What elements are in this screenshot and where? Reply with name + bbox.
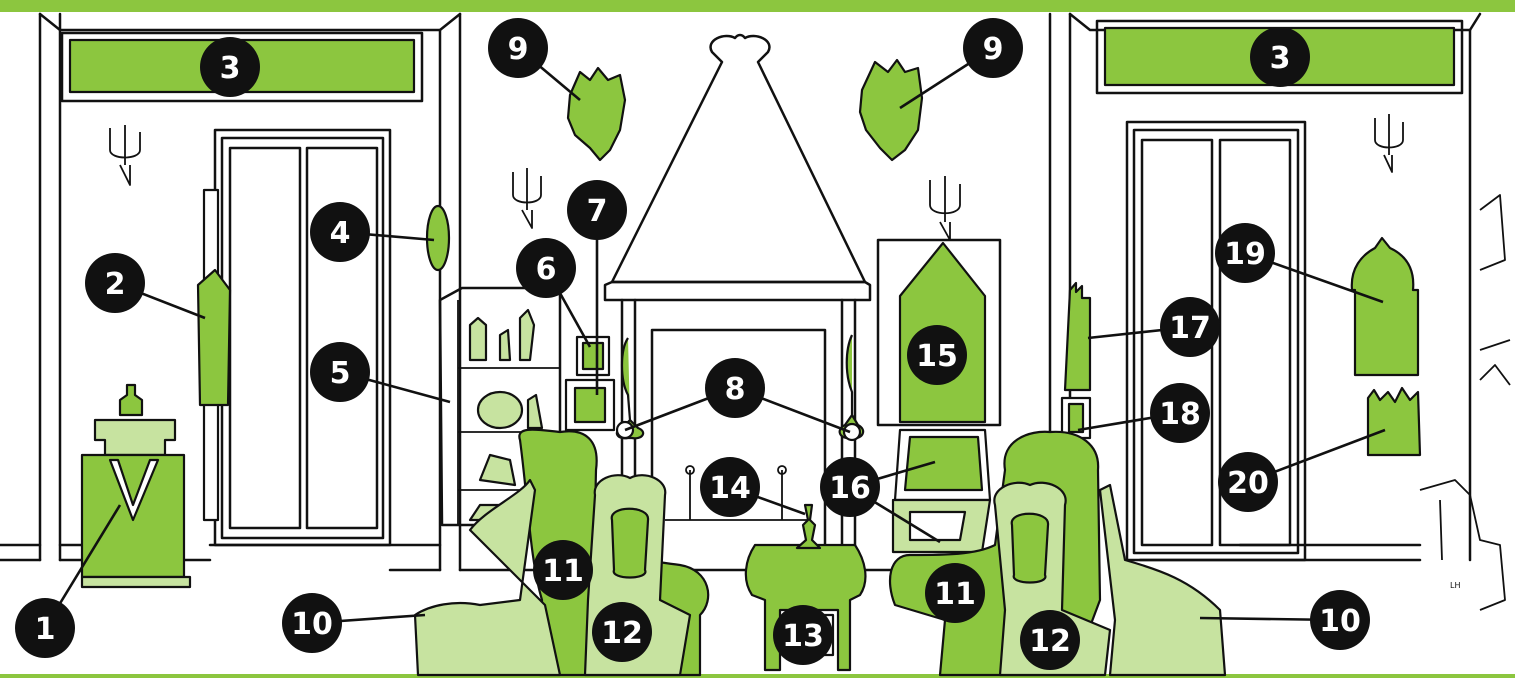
callout-number: 8 (725, 372, 746, 407)
narrow-panel (1063, 281, 1092, 392)
callout-badge-11-right: 11 (925, 563, 985, 623)
callout-number: 3 (220, 51, 241, 86)
candle-holder-right (838, 334, 865, 442)
callout-number: 11 (934, 577, 976, 612)
candlestick (795, 503, 822, 550)
callout-badge-15: 15 (907, 325, 967, 385)
callout-number: 9 (508, 32, 529, 67)
callout-badge-10-left: 10 (282, 593, 342, 653)
callout-number: 17 (1169, 311, 1211, 346)
small-frame (575, 335, 611, 377)
door-right (1125, 120, 1307, 562)
door-left (213, 128, 392, 547)
callout-badge-12-left: 12 (592, 602, 652, 662)
callout-number: 9 (983, 32, 1004, 67)
callout-badge-9-right: 9 (963, 18, 1023, 78)
round-mirror (425, 204, 451, 272)
callout-badge-8: 8 (705, 358, 765, 418)
callout-badge-20: 20 (1218, 452, 1278, 512)
side-chair-right (1098, 483, 1227, 677)
callout-number: 11 (542, 554, 584, 589)
callout-number: 19 (1224, 237, 1266, 272)
callout-badge-1: 1 (15, 598, 75, 658)
callout-badge-13: 13 (773, 605, 833, 665)
callout-number: 7 (587, 194, 608, 229)
callout-badge-18: 18 (1150, 383, 1210, 443)
sconce-center-right (929, 176, 961, 241)
callout-number: 15 (916, 339, 958, 374)
hanging-cloth (196, 188, 232, 522)
artist-signature: LH (1450, 581, 1460, 590)
callout-badge-2: 2 (85, 253, 145, 313)
callout-badge-3-left: 3 (200, 37, 260, 97)
callout-badge-6: 6 (516, 238, 576, 298)
callout-number: 6 (536, 252, 557, 287)
callout-badge-16: 16 (820, 457, 880, 517)
callout-number: 4 (330, 216, 351, 251)
callout-number: 10 (291, 607, 333, 642)
sconce-left (109, 125, 141, 186)
callout-badge-5: 5 (310, 342, 370, 402)
callout-number: 14 (709, 471, 751, 506)
callout-badge-9-left: 9 (488, 18, 548, 78)
callout-number: 20 (1227, 466, 1269, 501)
callout-badge-3-right: 3 (1250, 27, 1310, 87)
callout-badge-4: 4 (310, 202, 370, 262)
callout-number: 10 (1319, 604, 1361, 639)
bottom-band (0, 674, 1515, 678)
callout-badge-7: 7 (567, 180, 627, 240)
callout-number: 2 (105, 267, 126, 302)
frame (564, 378, 616, 432)
callout-number: 3 (1270, 41, 1291, 76)
crested-panel (1366, 386, 1422, 457)
callout-badge-11-left: 11 (533, 540, 593, 600)
callout-number: 1 (35, 612, 56, 647)
callout-number: 12 (601, 616, 643, 651)
callout-number: 16 (829, 471, 871, 506)
tilted-frame (891, 428, 992, 554)
callout-number: 5 (330, 356, 351, 391)
shield-right (858, 58, 924, 162)
callout-badge-19: 19 (1215, 223, 1275, 283)
cabinet (80, 383, 192, 589)
callout-number: 18 (1159, 397, 1201, 432)
callout-number: 12 (1029, 624, 1071, 659)
partial-chair-right (1419, 194, 1511, 611)
sconce-center-left (512, 168, 542, 229)
top-band (0, 0, 1515, 12)
callout-badge-10-right: 10 (1310, 590, 1370, 650)
callout-number: 13 (782, 619, 824, 654)
shield-left (566, 66, 627, 162)
callout-badge-12-right: 12 (1020, 610, 1080, 670)
sconce-right (1374, 114, 1404, 173)
ornate-mirror (1350, 236, 1420, 377)
callout-badge-17: 17 (1160, 297, 1220, 357)
callout-badge-14: 14 (700, 457, 760, 517)
